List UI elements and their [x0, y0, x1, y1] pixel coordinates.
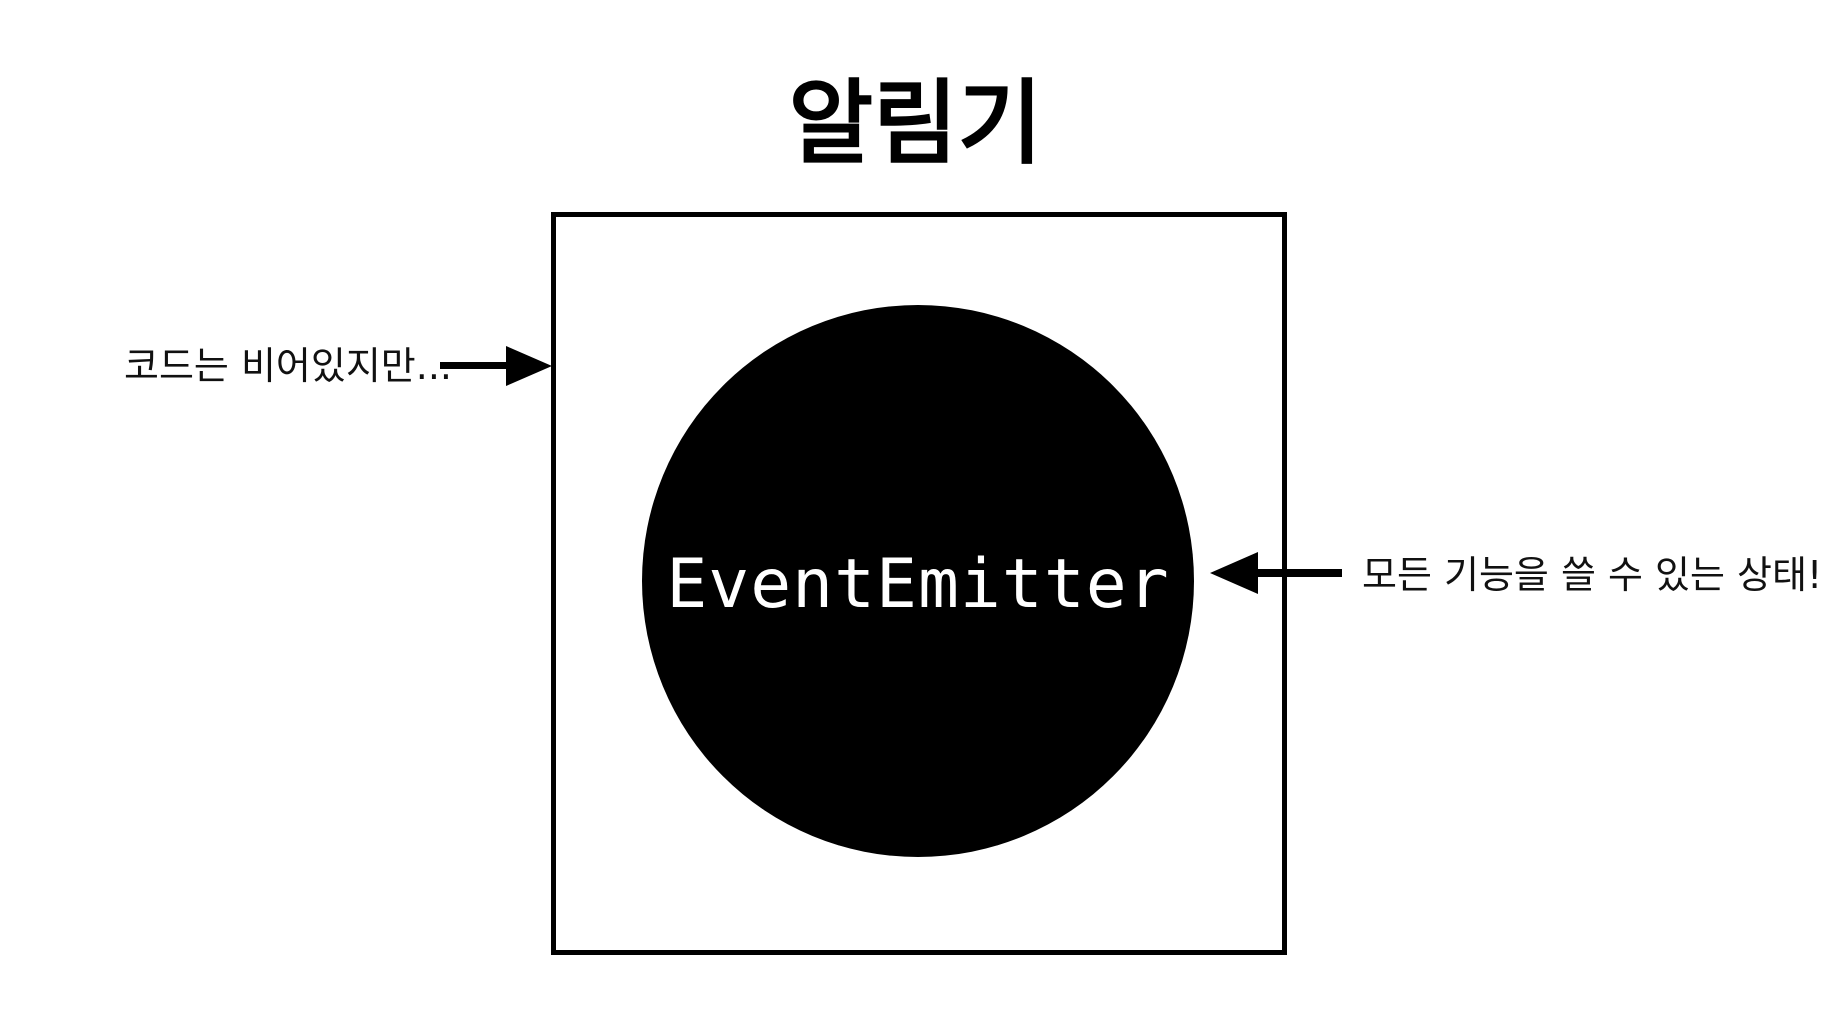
- event-emitter-circle: EventEmitter: [642, 305, 1194, 857]
- annotation-right: 모든 기능을 쓸 수 있는 상태!: [1362, 553, 1823, 597]
- container-box: [551, 212, 1287, 955]
- arrow-left-icon: [1210, 552, 1342, 594]
- event-emitter-label: EventEmitter: [666, 544, 1170, 624]
- arrow-right-icon: [440, 346, 552, 386]
- diagram-title: 알림기: [788, 70, 1043, 177]
- annotation-left: 코드는 비어있지만...: [124, 344, 452, 388]
